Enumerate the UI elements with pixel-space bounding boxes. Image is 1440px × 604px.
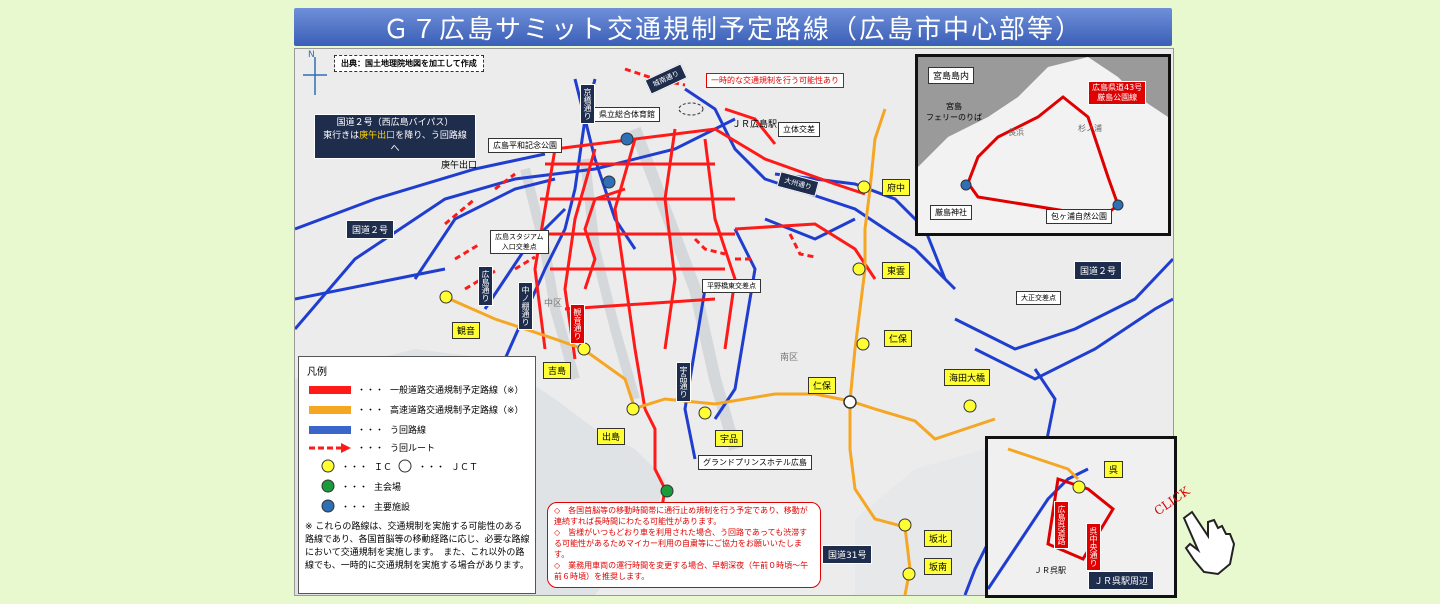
legend-general: ・・・一般道路交通規制予定路線（※）	[309, 383, 524, 396]
kanon-label: 観音通り	[570, 304, 585, 344]
legend-ic-jct: ・・・ＩＣ・・・ＪＣＴ	[321, 459, 478, 473]
tsutsumigaura-label: 包ヶ浦自然公園	[1046, 209, 1112, 224]
facility-kenritsu	[620, 132, 634, 146]
legend: 凡例 ・・・一般道路交通規制予定路線（※） ・・・高速道路交通規制予定路線（※）…	[298, 356, 536, 594]
ic-yoshijima	[577, 342, 591, 356]
ic-sakakita	[898, 518, 912, 532]
jct-niho-label: 仁保	[808, 377, 837, 394]
nagahama-label: 長浜	[1008, 128, 1024, 137]
koi-exit-label: 庚午出口	[441, 161, 478, 171]
title-bar: Ｇ７広島サミット交通規制予定路線（広島市中心部等）	[294, 8, 1172, 46]
joshoku-label: 京橋通り	[580, 84, 595, 124]
kure-ic-label: 呉	[1104, 461, 1124, 478]
venue-grand-prince	[660, 484, 674, 498]
ic-kaita-label: 海田大橋	[944, 369, 991, 386]
legend-main-facility: ・・・主要施設	[321, 499, 410, 513]
kure-road1-label: 広島呉道路	[1054, 501, 1069, 549]
kure-road2-label: 呉中央通り	[1086, 523, 1101, 571]
ic-fuchu	[857, 180, 871, 194]
ic-fuchu-label: 府中	[882, 179, 911, 196]
notice-p1: ◇ 各国首脳等の移動時間帯に通行止め規制を行う予定であり、移動が連続すれば長時間…	[554, 506, 808, 526]
temporary-zone	[678, 102, 704, 116]
bypass-note: 国道２号（西広島バイパス） 東行きは庚午出口を降り、う回路線へ	[314, 114, 476, 159]
ic-higashiun-label: 東雲	[882, 262, 911, 279]
route2-right-label: 国道２号	[1074, 261, 1123, 280]
general-lines	[533, 107, 877, 540]
ic-yoshijima-label: 吉島	[543, 362, 572, 379]
legend-main-venue: ・・・主会場	[321, 479, 401, 493]
minami-label: 南区	[780, 353, 799, 363]
river-2	[580, 158, 640, 401]
hirano-label: 平野橋東交差点	[702, 279, 761, 293]
ic-kannon-label: 観音	[452, 322, 481, 339]
legend-note: ※ これらの路線は、交通規制を実施する可能性のある路線であり、各国首脳等の移動経…	[305, 522, 530, 571]
naka-label: 中区	[544, 299, 563, 309]
jr-hiroshima-label: ＪＲ広島駅	[732, 120, 778, 130]
legend-detour: ・・・う回路線	[309, 423, 426, 436]
inset-miyajima: 宮島島内 広島県道43号厳島公園線 宮島フェリーのりば 厳島神社 包ヶ浦自然公園…	[915, 54, 1171, 236]
venue-circle-icon	[321, 479, 335, 493]
inset-kure: 呉 広島呉道路 呉中央通り ＪＲ呉駅 ＪＲ呉駅周辺	[985, 436, 1177, 598]
itsukushima-label: 厳島神社	[930, 205, 972, 220]
ic-dejima	[626, 402, 640, 416]
legend-detour-route: ・・・う回ルート	[309, 441, 435, 454]
ic-higashiun	[852, 262, 866, 276]
pointing-hand-icon[interactable]	[1178, 508, 1238, 576]
ic-ujina	[698, 406, 712, 420]
ic-points	[439, 180, 977, 581]
facility-circle-icon	[321, 499, 335, 513]
grand-prince-label: グランドプリンスホテル広島	[698, 455, 812, 470]
ic-kannon	[439, 290, 453, 304]
ic-sakaminami	[902, 567, 916, 581]
overpass-label: 立体交差	[778, 122, 820, 137]
jct-circle-icon	[398, 459, 412, 473]
notice-box: ◇ 各国首脳等の移動時間帯に通行止め規制を行う予定であり、移動が連続すれば長時間…	[547, 502, 821, 588]
ic-niho	[856, 337, 870, 351]
route31-label: 国道31号	[822, 545, 873, 564]
sugi-label: 杉ノ浦	[1078, 124, 1102, 133]
ic-niho-label: 仁保	[884, 330, 913, 347]
notice-p3: ◇ 業務用車両の運行時間を変更する場合、早朝深夜（午前０時頃～午前６時頃）を推奨…	[554, 561, 809, 581]
route2-left-label: 国道２号	[346, 220, 395, 239]
ic-sakakita-label: 坂北	[924, 530, 953, 547]
route43-label: 広島県道43号厳島公園線	[1088, 81, 1147, 105]
dashed-arrow-icon	[309, 442, 351, 453]
inset-kure-map	[988, 439, 1174, 595]
temporary-note: 一時的な交通規制を行う可能性あり	[706, 73, 844, 88]
north-label: N	[308, 50, 315, 60]
page-title: Ｇ７広島サミット交通規制予定路線（広島市中心部等）	[382, 14, 1083, 45]
jct-niho	[843, 395, 857, 409]
taisho-label: 大正交差点	[1016, 291, 1061, 305]
ic-dejima-label: 出島	[597, 428, 626, 445]
tsukamoto-label: 中ノ棚通り	[518, 282, 533, 330]
source-note: 出典：国土地理院地図を加工して作成	[334, 55, 484, 72]
miyajima-title: 宮島島内	[928, 67, 975, 84]
ohashi-label: 広島通り	[478, 266, 493, 306]
stadium-label: 広島スタジアム入口交差点	[490, 230, 549, 254]
ujina-dori-label: 宇品通り	[676, 362, 691, 402]
ic-ujina-label: 宇品	[715, 430, 744, 447]
notice-p2: ◇ 皆様がいつもどおり車を利用された場合、う回路であっても渋滞する可能性があるた…	[554, 528, 808, 559]
jr-kure-label: ＪＲ呉駅	[1034, 566, 1066, 575]
legend-expressway: ・・・高速道路交通規制予定路線（※）	[309, 403, 524, 416]
peace-park-label: 広島平和記念公園	[488, 138, 562, 153]
ic-sakaminami-label: 坂南	[924, 558, 953, 575]
ferry-label: 宮島フェリーのりば	[926, 102, 982, 122]
legend-title: 凡例	[307, 367, 327, 378]
kenritsu-label: 県立総合体育館	[594, 107, 660, 122]
kure-caption: ＪＲ呉駅周辺	[1088, 571, 1155, 590]
facility-peace-park	[602, 175, 616, 189]
ic-circle-icon	[321, 459, 335, 473]
ic-kaita	[963, 399, 977, 413]
